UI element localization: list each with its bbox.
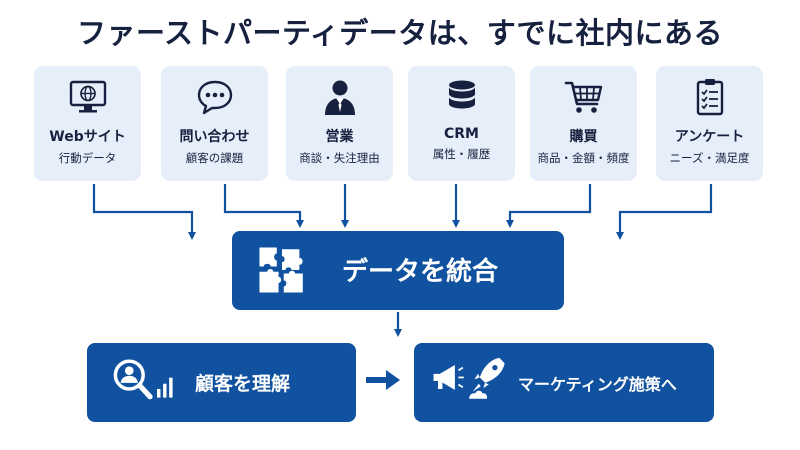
- source-card-inquiry: 問い合わせ 顧客の課題: [161, 66, 268, 181]
- source-card-purchase: 購買 商品・金額・頻度: [530, 66, 637, 181]
- marketing-label: マーケティング施策へ: [518, 375, 677, 394]
- arrow-web: [92, 184, 196, 240]
- source-label: 営業: [325, 129, 354, 145]
- arrow-survey: [616, 184, 713, 240]
- source-card-crm: CRM 属性・履歴: [408, 66, 515, 181]
- customer-analysis-icon: [113, 359, 173, 400]
- understand-label: 顧客を理解: [195, 373, 291, 395]
- megaphone-rocket-icon: [433, 357, 505, 399]
- database-icon: [448, 80, 475, 109]
- monitor-globe-icon: [69, 80, 106, 113]
- shopping-cart-icon: [564, 81, 602, 113]
- source-card-sales: 営業 商談・失注理由: [286, 66, 393, 181]
- integrate-box: データを統合: [232, 231, 564, 310]
- source-label: 問い合わせ: [179, 129, 250, 145]
- source-label: アンケート: [674, 129, 745, 145]
- source-label: 購買: [569, 129, 598, 145]
- source-sub: 商談・失注理由: [299, 151, 380, 165]
- chat-bubble-icon: [197, 80, 232, 115]
- arrow-right: [366, 370, 400, 390]
- source-label: CRM: [444, 126, 479, 142]
- understand-box: 顧客を理解: [87, 343, 356, 422]
- clipboard-checklist-icon: [696, 79, 723, 116]
- source-sub: 顧客の課題: [185, 151, 244, 165]
- businessperson-icon: [324, 80, 355, 115]
- page-title: ファーストパーティデータは、すでに社内にある: [76, 16, 724, 50]
- source-card-web: Webサイト 行動データ: [34, 66, 141, 181]
- source-sub: 商品・金額・頻度: [537, 151, 630, 165]
- puzzle-icon: [259, 247, 303, 293]
- arrow-purchase: [506, 184, 592, 228]
- arrow-inquiry: [223, 184, 304, 228]
- integrate-label: データを統合: [342, 257, 499, 287]
- source-card-survey: アンケート ニーズ・満足度: [656, 66, 763, 181]
- source-sub: ニーズ・満足度: [669, 151, 750, 165]
- source-sub: 属性・履歴: [432, 147, 491, 161]
- source-sub: 行動データ: [58, 151, 117, 165]
- marketing-box: マーケティング施策へ: [414, 343, 714, 422]
- source-label: Webサイト: [49, 129, 126, 145]
